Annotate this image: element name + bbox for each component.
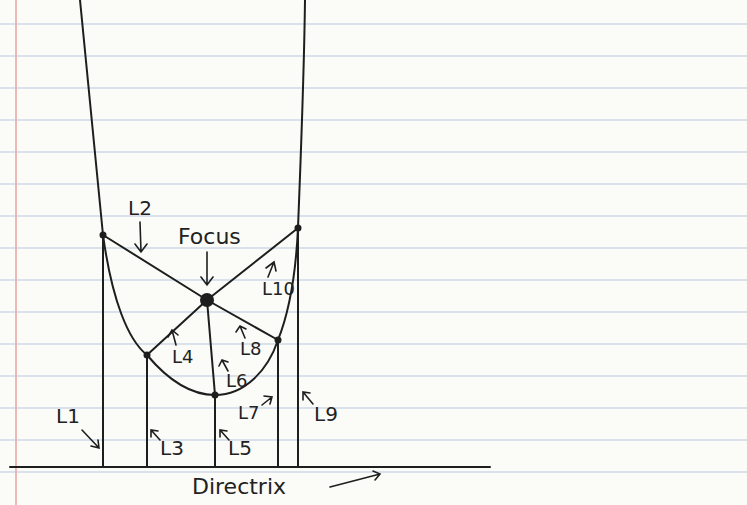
segment-line bbox=[147, 300, 207, 355]
leader-arrow bbox=[236, 326, 246, 338]
leader-arrow bbox=[82, 430, 99, 448]
segment-line bbox=[277, 340, 279, 467]
line-label: L8 bbox=[240, 340, 261, 358]
line-label: L9 bbox=[314, 404, 338, 424]
segment-line bbox=[102, 235, 104, 467]
point bbox=[100, 232, 107, 239]
line-label: L4 bbox=[172, 348, 193, 366]
point bbox=[275, 337, 282, 344]
segment-line bbox=[146, 355, 148, 467]
leader-arrow bbox=[135, 222, 147, 252]
line-label: L2 bbox=[128, 198, 152, 218]
segment-line bbox=[214, 395, 216, 467]
ruled-lines bbox=[0, 24, 747, 472]
directrix-line bbox=[10, 466, 490, 468]
leader-arrow bbox=[262, 396, 272, 405]
point bbox=[295, 225, 302, 232]
leader-arrow bbox=[201, 252, 213, 285]
segment-line bbox=[207, 300, 278, 340]
leader-arrow bbox=[151, 430, 160, 440]
leader-arrow bbox=[220, 430, 229, 440]
parabola-curve bbox=[80, 0, 305, 395]
leader-arrow bbox=[303, 392, 313, 404]
line-label: L6 bbox=[226, 372, 247, 390]
segment-line bbox=[207, 300, 215, 395]
leader-arrow bbox=[266, 262, 276, 277]
line-label: L10 bbox=[262, 280, 295, 298]
line-label: L1 bbox=[56, 406, 80, 426]
line-label: Directrix bbox=[192, 476, 286, 498]
leader-arrow bbox=[219, 360, 228, 371]
leader-arrow bbox=[168, 330, 178, 345]
focus-point bbox=[200, 293, 214, 307]
segment-line bbox=[297, 228, 299, 467]
line-label: L3 bbox=[160, 438, 184, 458]
line-label: L5 bbox=[228, 438, 252, 458]
line-label: L7 bbox=[238, 404, 259, 422]
line-label: Focus bbox=[178, 226, 241, 248]
point bbox=[212, 392, 219, 399]
point bbox=[144, 352, 151, 359]
leader-arrow bbox=[330, 471, 380, 487]
margin-line bbox=[15, 0, 17, 505]
